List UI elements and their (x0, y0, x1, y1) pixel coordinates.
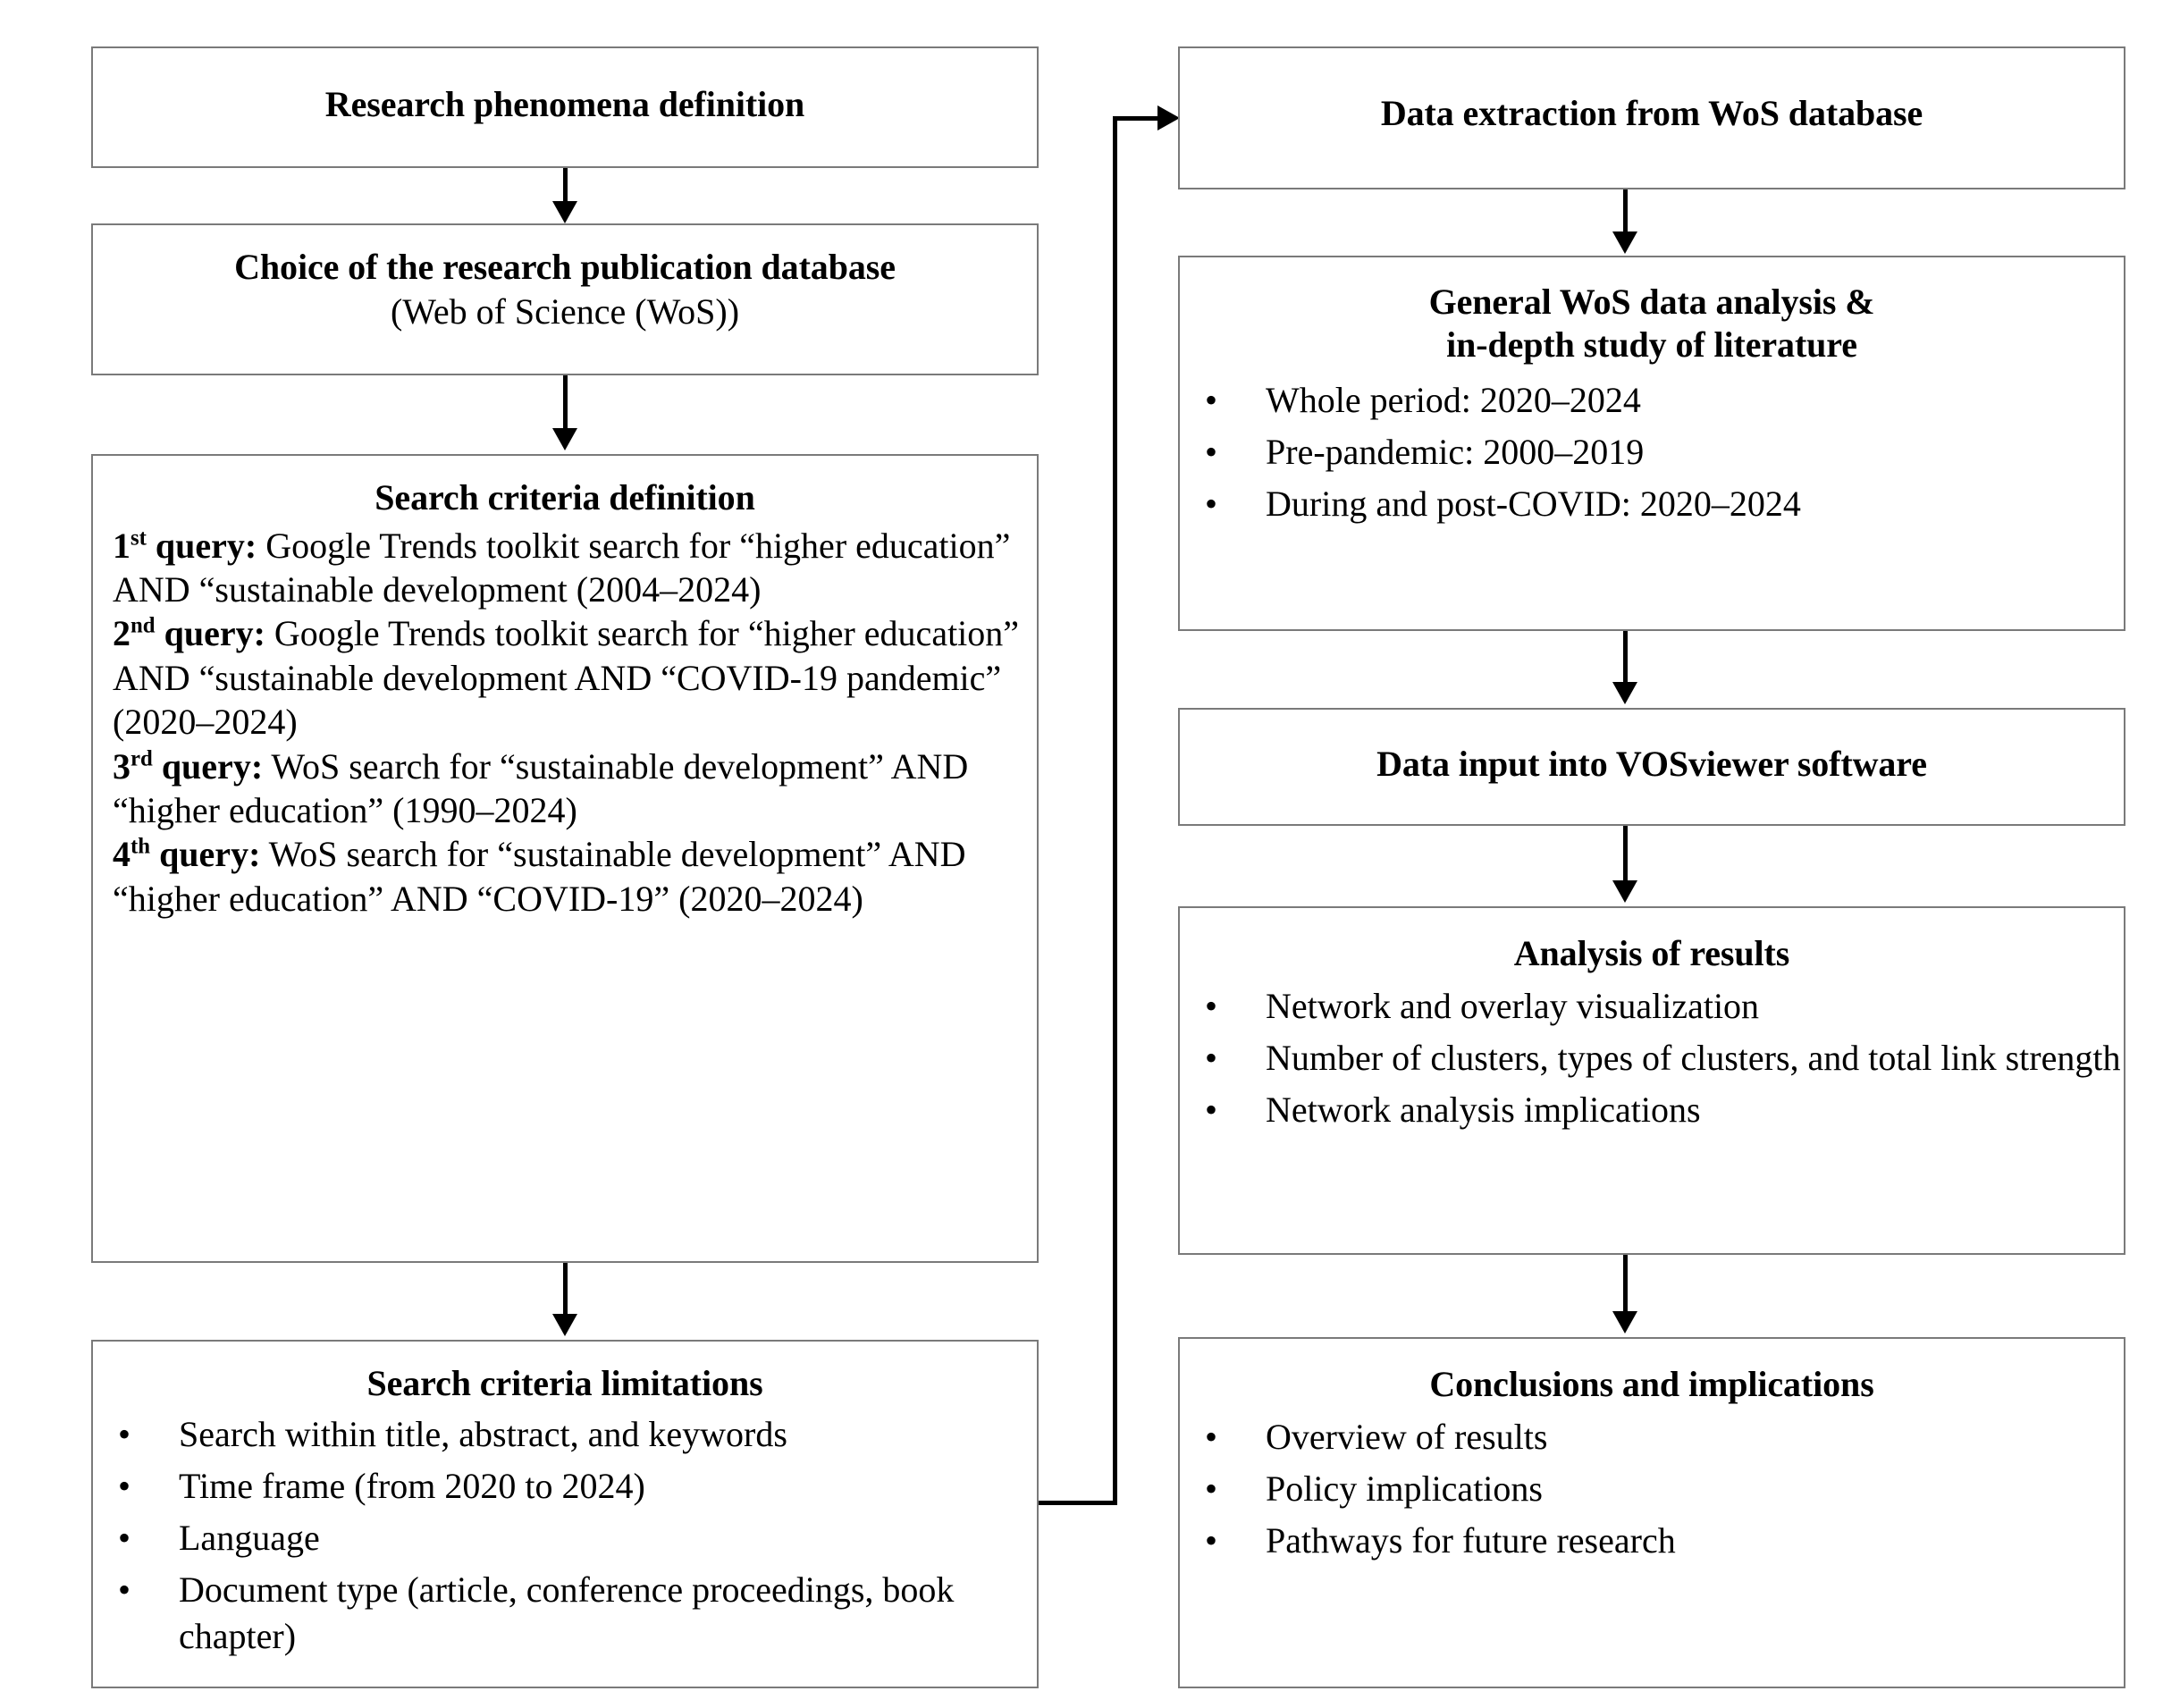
bullet-icon: • (1205, 1037, 1218, 1078)
query-label: 3rd query: (113, 745, 264, 787)
connector-segment-vertical (1113, 118, 1117, 1505)
bullet-icon: • (118, 1517, 131, 1558)
query-item: 2nd query: Google Trends toolkit search … (113, 611, 1024, 744)
list-item: • Pre-pandemic: 2000–2019 (1180, 429, 2124, 475)
bullet-icon: • (1205, 484, 1218, 524)
list-item: • Time frame (from 2020 to 2024) (93, 1463, 1037, 1510)
list-item: • Overview of results (1180, 1414, 2124, 1460)
box-analysis-of-results[interactable]: Analysis of results • Network and overlay… (1178, 906, 2125, 1255)
box-data-input-vosviewer[interactable]: Data input into VOSviewer software (1178, 708, 2125, 826)
list-item-label: Policy implications (1266, 1468, 1543, 1509)
bullet-icon: • (1205, 1519, 1218, 1561)
query-label: 2nd query: (113, 613, 265, 654)
list-item: • Number of clusters, types of clusters, … (1180, 1035, 2124, 1081)
box-search-criteria-definition[interactable]: Search criteria definition 1st query: Go… (91, 454, 1039, 1263)
connector-arrowhead (1157, 105, 1180, 130)
box-title: Research phenomena definition (324, 84, 805, 124)
list-item-label: Whole period: 2020–2024 (1266, 380, 1641, 420)
bullet-icon: • (1205, 380, 1218, 420)
conclusions-list: • Overview of results • Policy implication… (1180, 1414, 2124, 1564)
connector-segment-horizontal-bottom (1039, 1501, 1117, 1505)
box-title-line-1: General WoS data analysis & (1428, 282, 1875, 322)
query-text: WoS search for “sustainable development”… (113, 745, 969, 830)
bullet-icon: • (118, 1413, 131, 1454)
box-conclusions-and-implications[interactable]: Conclusions and implications • Overview o… (1178, 1337, 2125, 1688)
list-item-label: Pre-pandemic: 2000–2019 (1266, 432, 1645, 472)
list-item: • Pathways for future research (1180, 1518, 2124, 1564)
bullet-icon: • (1205, 1089, 1218, 1130)
query-list: 1st query: Google Trends toolkit search … (93, 524, 1037, 921)
list-item: • Network analysis implications (1180, 1087, 2124, 1133)
results-analysis-list: • Network and overlay visualization • Numb… (1180, 983, 2124, 1133)
box-title-line-2: in-depth study of literature (1446, 324, 1857, 365)
limitations-list: • Search within title, abstract, and keyw… (93, 1411, 1037, 1660)
bullet-icon: • (1205, 1416, 1218, 1457)
connector-segment-horizontal-top (1113, 116, 1159, 121)
list-item: • During and post-COVID: 2020–2024 (1180, 481, 2124, 527)
box-title: Data extraction from WoS database (1380, 93, 1923, 133)
box-title: Search criteria limitations (366, 1363, 763, 1403)
bullet-icon: • (1205, 985, 1218, 1026)
box-research-phenomena-definition[interactable]: Research phenomena definition (91, 46, 1039, 168)
list-item-label: Pathways for future research (1266, 1519, 1676, 1561)
box-data-extraction[interactable]: Data extraction from WoS database (1178, 46, 2125, 189)
bullet-icon: • (1205, 1468, 1218, 1509)
box-title: Data input into VOSviewer software (1376, 744, 1927, 784)
box-subtitle: (Web of Science (WoS)) (390, 290, 740, 332)
list-item: • Network and overlay visualization (1180, 983, 2124, 1030)
box-title: Choice of the research publication datab… (234, 247, 896, 287)
list-item-label: Search within title, abstract, and keywo… (179, 1413, 787, 1454)
query-label: 4th query: (113, 834, 261, 875)
box-general-wos-analysis[interactable]: General WoS data analysis & in-depth stu… (1178, 256, 2125, 631)
list-item-label: Language (179, 1517, 320, 1558)
list-item-label: Network analysis implications (1266, 1089, 1701, 1130)
list-item-label: Document type (article, conference proce… (179, 1569, 955, 1656)
list-item: • Document type (article, conference proc… (93, 1567, 1037, 1660)
list-item-label: Number of clusters, types of clusters, a… (1266, 1037, 2121, 1078)
box-title: Search criteria definition (375, 477, 755, 517)
list-item-label: During and post-COVID: 2020–2024 (1266, 484, 1801, 524)
bullet-icon: • (1205, 432, 1218, 472)
list-item: • Language (93, 1515, 1037, 1561)
query-item: 3rd query: WoS search for “sustainable d… (113, 745, 1024, 833)
list-item: • Whole period: 2020–2024 (1180, 377, 2124, 424)
box-choice-of-database[interactable]: Choice of the research publication datab… (91, 223, 1039, 375)
query-label: 1st query: (113, 525, 257, 566)
list-item-label: Network and overlay visualization (1266, 985, 1760, 1026)
box-title: Analysis of results (1513, 933, 1790, 973)
box-search-criteria-limitations[interactable]: Search criteria limitations • Search with… (91, 1340, 1039, 1688)
general-analysis-list: • Whole period: 2020–2024 • Pre-pandemic: … (1180, 377, 2124, 527)
bullet-icon: • (118, 1465, 131, 1506)
box-title: Conclusions and implications (1429, 1364, 1874, 1404)
query-item: 1st query: Google Trends toolkit search … (113, 524, 1024, 612)
list-item: • Policy implications (1180, 1466, 2124, 1512)
list-item-label: Overview of results (1266, 1416, 1548, 1457)
bullet-icon: • (118, 1569, 131, 1610)
query-text: WoS search for “sustainable development”… (113, 834, 966, 919)
list-item-label: Time frame (from 2020 to 2024) (179, 1465, 645, 1506)
list-item: • Search within title, abstract, and keyw… (93, 1411, 1037, 1458)
query-text: Google Trends toolkit search for “higher… (113, 613, 1020, 743)
query-item: 4th query: WoS search for “sustainable d… (113, 832, 1024, 921)
query-text: Google Trends toolkit search for “higher… (113, 525, 1011, 610)
